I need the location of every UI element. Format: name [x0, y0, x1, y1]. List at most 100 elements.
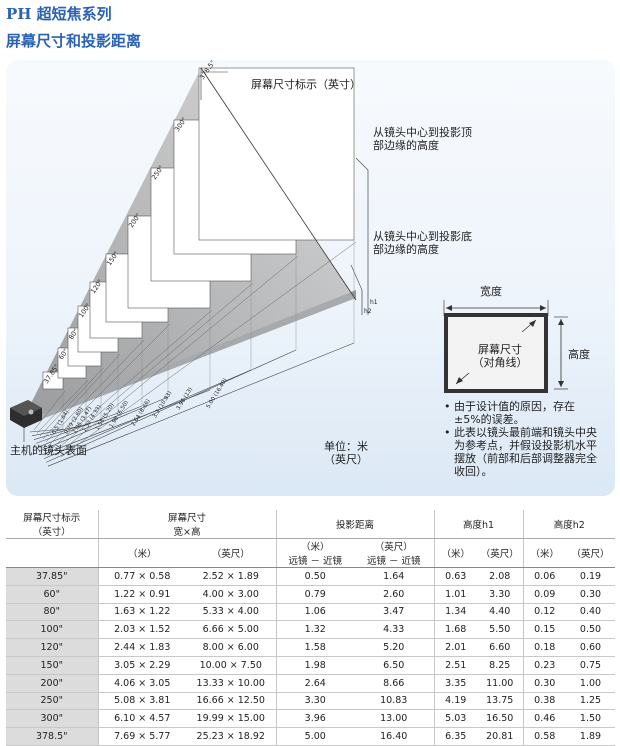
table-cell: 3.30	[477, 585, 523, 604]
distance-dimension-line	[54, 282, 254, 452]
distance-baseline	[29, 428, 64, 433]
distance-baseline	[47, 342, 355, 467]
table-cell: 2.08	[477, 567, 523, 586]
table-cell: 0.12	[522, 603, 566, 622]
header-h1-ft: （英尺）	[477, 538, 523, 568]
note-item: • 由于设计值的原因，存在±5%的误差。	[444, 400, 575, 426]
table-cell: 19.99 × 15.00	[186, 709, 276, 729]
table-cell: 1.98	[275, 656, 354, 675]
table-cell: 0.63	[433, 567, 477, 586]
table-cell: 16.40	[354, 727, 434, 746]
table-cell: 20.81	[477, 727, 523, 746]
table-cell: 13.00	[354, 709, 434, 729]
screen-size-inset	[443, 300, 568, 393]
table-cell: 8.25	[477, 656, 523, 675]
table-cell: 0.60	[566, 638, 615, 657]
table-cell: 1.50	[566, 709, 615, 729]
unit-label: 单位：米（英尺）	[324, 440, 368, 466]
table-cell: 1.06	[275, 603, 354, 622]
h2-marker: h2	[364, 308, 372, 315]
table-cell: 0.30	[522, 674, 566, 693]
lens-surface-label: 主机的镜头表面	[10, 444, 87, 457]
table-cell: 5.00	[275, 727, 354, 746]
table-cell: 5.08 × 3.81	[97, 692, 186, 711]
table-cell: 6.60	[477, 638, 523, 657]
table-cell: 0.79	[275, 585, 354, 604]
table-cell: 4.33	[354, 620, 434, 640]
table-cell: 5.20	[354, 638, 434, 657]
table-cell: 6.10 × 4.57	[97, 709, 186, 729]
table-cell: 4.00 × 3.00	[186, 585, 276, 604]
table-cell: 10.83	[354, 692, 434, 711]
distance-dimension-line	[51, 309, 213, 449]
header-distance: 投影距离	[275, 510, 434, 539]
table-cell-size: 250"	[6, 692, 98, 711]
table-cell-size: 378.5"	[6, 727, 98, 746]
table-cell: 6.35	[433, 727, 477, 746]
table-cell: 10.00 × 7.50	[186, 656, 276, 675]
distance-dimension-line	[48, 323, 171, 446]
table-cell: 3.96	[275, 709, 354, 729]
header-distance-ft: （英尺）远镜 － 近镜	[354, 538, 434, 568]
table-cell: 1.58	[275, 638, 354, 657]
inset-height-label: 高度	[568, 348, 590, 361]
table-cell: 2.01	[433, 638, 477, 657]
table-cell: 4.06 × 3.05	[97, 674, 186, 693]
table-cell: 13.75	[477, 692, 523, 711]
table-cell: 1.00	[566, 674, 615, 693]
distance-dimension-line	[36, 379, 89, 434]
table-cell-size: 300"	[6, 709, 98, 729]
table-cell: 1.01	[433, 585, 477, 604]
table-cell: 4.19	[433, 692, 477, 711]
table-cell: 1.63 × 1.22	[97, 603, 186, 622]
table-cell: 3.30	[275, 692, 354, 711]
distance-label: 5.00 (16.40)	[206, 378, 229, 410]
header-screen-ft: （英尺）	[186, 538, 276, 568]
header-h1-m: （米）	[433, 538, 477, 568]
inset-diagonal-label: 屏幕尺寸（对角线）	[472, 343, 528, 369]
table-cell: 16.66 × 12.50	[186, 692, 276, 711]
screen-size-label: 屏幕尺寸标示（英寸）	[251, 78, 361, 91]
distance-dimension-line	[60, 241, 357, 458]
table-cell: 5.50	[477, 620, 523, 640]
table-cell: 1.25	[566, 692, 615, 711]
table-cell-size: 37.85"	[6, 567, 98, 586]
header-size: 屏幕尺寸标示（英寸）	[6, 510, 98, 539]
table-cell: 5.03	[433, 709, 477, 729]
projector	[10, 400, 42, 428]
table-cell: 3.47	[354, 603, 434, 622]
table-cell: 0.06	[522, 567, 566, 586]
table-cell-size: 80"	[6, 603, 98, 622]
header-h2-m: （米）	[522, 538, 566, 568]
h1-leader	[355, 157, 369, 171]
projection-distance-table: 屏幕尺寸标示（英寸） 屏幕尺寸宽×高 投影距离 高度h1 高度h2 （米） （英…	[6, 510, 615, 746]
distance-baseline	[39, 396, 169, 452]
table-cell: 0.40	[566, 603, 615, 622]
table-cell: 1.68	[433, 620, 477, 640]
table-cell: 2.52 × 1.89	[186, 567, 276, 586]
page-title: PH 超短焦系列	[6, 5, 112, 23]
distance-dimension-line	[39, 367, 104, 437]
header-h2-ft: （英尺）	[566, 538, 615, 568]
inset-width-label: 宽度	[480, 285, 502, 298]
table-cell: 0.18	[522, 638, 566, 657]
distance-dimension-line	[57, 255, 299, 455]
table-cell: 1.22 × 0.91	[97, 585, 186, 604]
distance-baseline	[43, 369, 252, 459]
projection-diagram: 37.85"60"80"100"120"150"200"250"300"378.…	[10, 60, 568, 467]
table-cell: 0.23	[522, 656, 566, 675]
screen-group: 37.85"60"80"100"120"150"200"250"300"378.…	[42, 60, 355, 390]
table-cell: 8.66	[354, 674, 434, 693]
table-cell: 3.05 × 2.29	[97, 656, 186, 675]
table-cell: 1.89	[566, 727, 615, 746]
table-cell-size: 60"	[6, 585, 98, 604]
table-cell: 7.69 × 5.77	[97, 727, 186, 746]
distance-dimension-line	[33, 390, 66, 431]
